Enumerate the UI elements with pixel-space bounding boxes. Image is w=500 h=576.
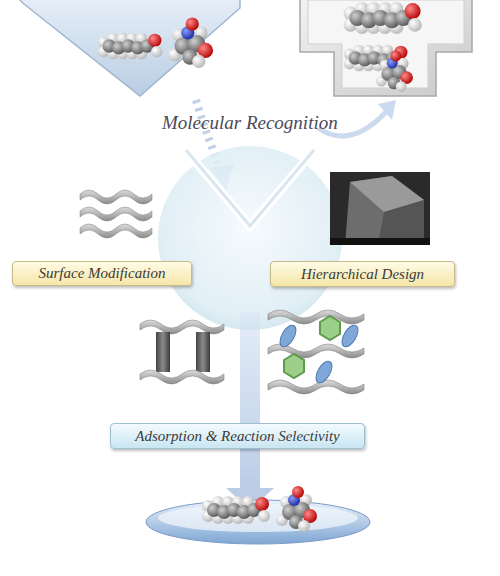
box-label: Surface Modification <box>38 265 165 282</box>
t-pore-top-right <box>300 0 472 96</box>
pillared-layers <box>140 320 224 384</box>
funnel-top-left <box>18 0 240 96</box>
down-arrow <box>226 312 274 510</box>
label-box: Surface Modification <box>12 261 192 286</box>
central-lens <box>158 146 342 330</box>
product-dish <box>146 486 370 544</box>
caption-text: Molecular Recognition <box>162 112 338 134</box>
label-box: Hierarchical Design <box>270 261 455 287</box>
box-label: Hierarchical Design <box>301 266 424 283</box>
label-box: Adsorption & Reaction Selectivity <box>110 423 365 449</box>
sem-image <box>330 172 430 245</box>
box-label: Adsorption & Reaction Selectivity <box>135 428 340 445</box>
intercalated-layers <box>268 310 364 394</box>
layered-sheets <box>80 190 152 238</box>
